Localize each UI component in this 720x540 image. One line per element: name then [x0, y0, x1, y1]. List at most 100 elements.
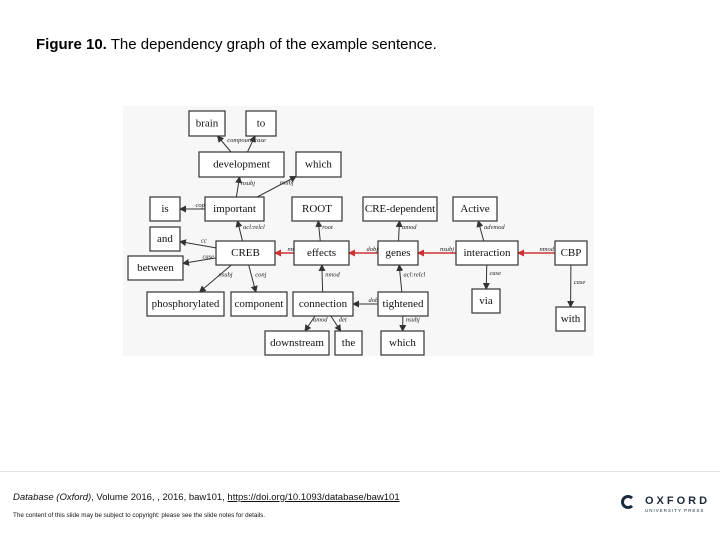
footer-divider: [0, 471, 720, 472]
node-label: brain: [196, 118, 219, 130]
node-label: CRE-dependent: [365, 203, 435, 215]
edge-arrow: [256, 175, 297, 198]
graph-edge-connection-the: det: [330, 315, 347, 332]
graph-node-credependent: CRE-dependent: [362, 196, 438, 222]
node-label: which: [305, 159, 332, 171]
graph-node-genes: genes: [377, 240, 419, 266]
doi-link[interactable]: https://doi.org/10.1093/database/baw101: [227, 492, 400, 503]
edge-arrow: [235, 176, 243, 198]
node-box: [149, 196, 181, 222]
edge-label: nsubj: [280, 180, 294, 187]
edge-label: cop: [196, 202, 206, 209]
graph-node-which2: which: [380, 330, 425, 356]
node-label: via: [479, 295, 493, 307]
graph-edge-interaction-genes: nsubj: [417, 246, 456, 257]
node-box: [452, 196, 498, 222]
node-label: is: [161, 203, 168, 215]
graph-edge-creb-and: cc: [179, 238, 217, 249]
graph-node-between: between: [127, 255, 184, 281]
node-label: CREB: [231, 247, 260, 259]
edge-arrow: [396, 264, 404, 293]
edge-label: nsubj: [241, 180, 255, 187]
node-box: [230, 291, 288, 317]
graph-edge-tightened-which2: nsubj: [399, 315, 420, 332]
edge-arrow: [182, 257, 217, 266]
node-box: [555, 306, 586, 332]
graph-edge-important-development: nsubj: [235, 176, 255, 198]
edge-arrow: [318, 264, 326, 293]
node-label: to: [257, 118, 266, 130]
node-label: development: [213, 159, 270, 171]
node-box: [264, 330, 330, 356]
graph-edge-tightened-connection: dobj: [352, 297, 380, 308]
edge-label: advmod: [484, 224, 505, 231]
figure-number: Figure 10.: [36, 36, 107, 53]
graph-node-the: the: [334, 330, 363, 356]
copyright-notice: The content of this slide may be subject…: [13, 512, 266, 519]
node-box: [198, 151, 285, 178]
node-box: [127, 255, 184, 281]
graph-edge-connection-downstream: amod: [304, 315, 328, 332]
edge-arrow: [330, 315, 342, 332]
graph-node-and: and: [149, 226, 181, 252]
node-box: [293, 240, 350, 266]
node-box: [188, 110, 226, 137]
node-label: CBP: [561, 247, 582, 259]
graph-node-interaction: interaction: [455, 240, 519, 266]
graph-edge-creb-component: conj: [248, 264, 267, 293]
edge-arrow: [179, 239, 217, 249]
edge-label: dobj: [367, 246, 379, 253]
node-box: [377, 240, 419, 266]
node-label: genes: [385, 247, 410, 259]
oxford-logo: OXFORD UNIVERSITY PRESS: [621, 494, 711, 518]
citation-details: , Volume 2016, , 2016, baw101,: [91, 492, 228, 503]
node-box: [292, 291, 354, 317]
edge-arrow: [482, 264, 490, 290]
node-label: with: [561, 313, 581, 325]
edge-label: conj: [255, 272, 266, 279]
graph-edge-interaction-via: case: [482, 264, 502, 290]
oxford-ring-icon: [621, 495, 635, 509]
graph-edge-connection-effects: nmod: [318, 264, 340, 293]
graph-node-cbp: CBP: [554, 240, 588, 266]
edge-label: compound: [227, 137, 255, 144]
edge-arrow: [476, 220, 485, 242]
node-label: and: [157, 233, 173, 245]
node-box: [471, 288, 501, 314]
graph-node-tightened: tightened: [377, 291, 429, 317]
graph-edge-important-which1: nsubj: [256, 175, 297, 198]
logo-word: OXFORD: [645, 495, 711, 507]
graph-edge-development-brain: compound: [216, 135, 255, 153]
node-label: important: [213, 203, 256, 215]
edge-label: case: [203, 254, 215, 261]
edge-label: nsubj: [406, 317, 420, 324]
edge-label: nsubj: [219, 272, 233, 279]
graph-edge-creb-between: case: [182, 254, 217, 266]
figure-caption: The dependency graph of the example sent…: [106, 36, 437, 53]
node-label: connection: [299, 298, 348, 310]
edge-label: amod: [402, 224, 417, 231]
edge-label: amod: [313, 317, 328, 324]
node-box: [554, 240, 588, 266]
graph-edge-cbp-interaction: nmod: [517, 246, 555, 257]
edge-arrow: [395, 220, 403, 242]
graph-edge-genes-credependent: amod: [395, 220, 417, 242]
graph-node-brain: brain: [188, 110, 226, 137]
node-label: tightened: [383, 298, 424, 310]
edge-label: case: [254, 137, 266, 144]
edge-label: nmod: [540, 246, 555, 253]
edge-label: nsubj: [440, 246, 454, 253]
graph-node-development: development: [198, 151, 285, 178]
edge-arrow: [216, 135, 232, 153]
node-label: phosphorylated: [152, 298, 220, 310]
graph-node-phosphorylated: phosphorylated: [146, 291, 225, 317]
graph-node-to: to: [245, 110, 277, 137]
edge-label: root: [322, 224, 333, 231]
edge-arrow: [246, 135, 256, 153]
edge-label: case: [490, 270, 502, 277]
node-label: which: [389, 337, 416, 349]
node-label: effects: [307, 247, 336, 259]
graph-node-component: component: [230, 291, 288, 317]
